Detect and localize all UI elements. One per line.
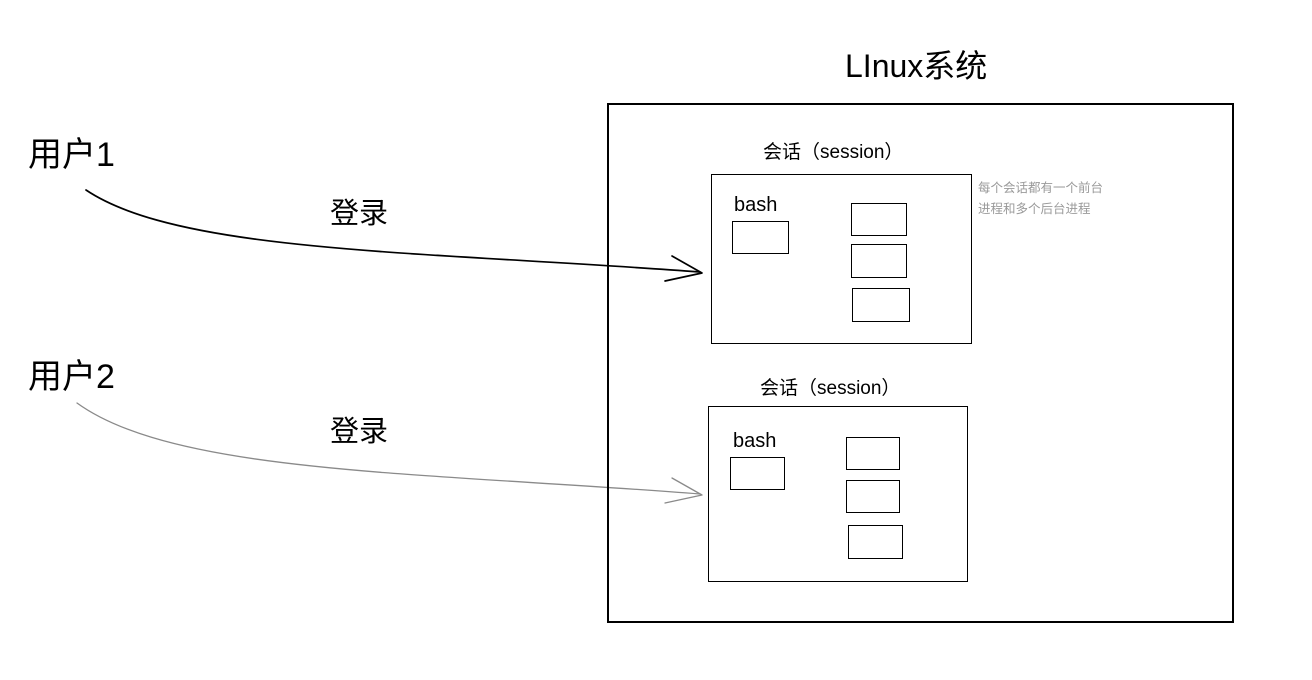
background-process-box-2-3 <box>848 525 903 559</box>
session-title-2: 会话（session） <box>760 378 901 399</box>
background-process-box-2-2 <box>846 480 900 513</box>
system-title: LInux系统 <box>845 48 988 84</box>
user-label-1: 用户1 <box>28 136 115 174</box>
background-process-box-1-3 <box>852 288 910 322</box>
linux-system-box <box>607 103 1234 623</box>
login-label-2: 登录 <box>330 416 389 448</box>
session-box-2: bash <box>708 406 968 582</box>
background-process-box-2-1 <box>846 437 900 470</box>
bash-label-1: bash <box>734 194 778 216</box>
session-annotation-note: 每个会话都有一个前台进程和多个后台进程 <box>978 181 1104 216</box>
background-process-box-1-1 <box>851 203 907 236</box>
background-process-box-1-2 <box>851 244 907 278</box>
session-box-1: bash <box>711 174 972 344</box>
user-label-2: 用户2 <box>28 358 115 396</box>
foreground-process-box-2 <box>730 457 785 490</box>
foreground-process-box-1 <box>732 221 789 254</box>
session-title-1: 会话（session） <box>763 142 904 163</box>
login-label-1: 登录 <box>330 198 389 230</box>
bash-label-2: bash <box>733 430 777 452</box>
